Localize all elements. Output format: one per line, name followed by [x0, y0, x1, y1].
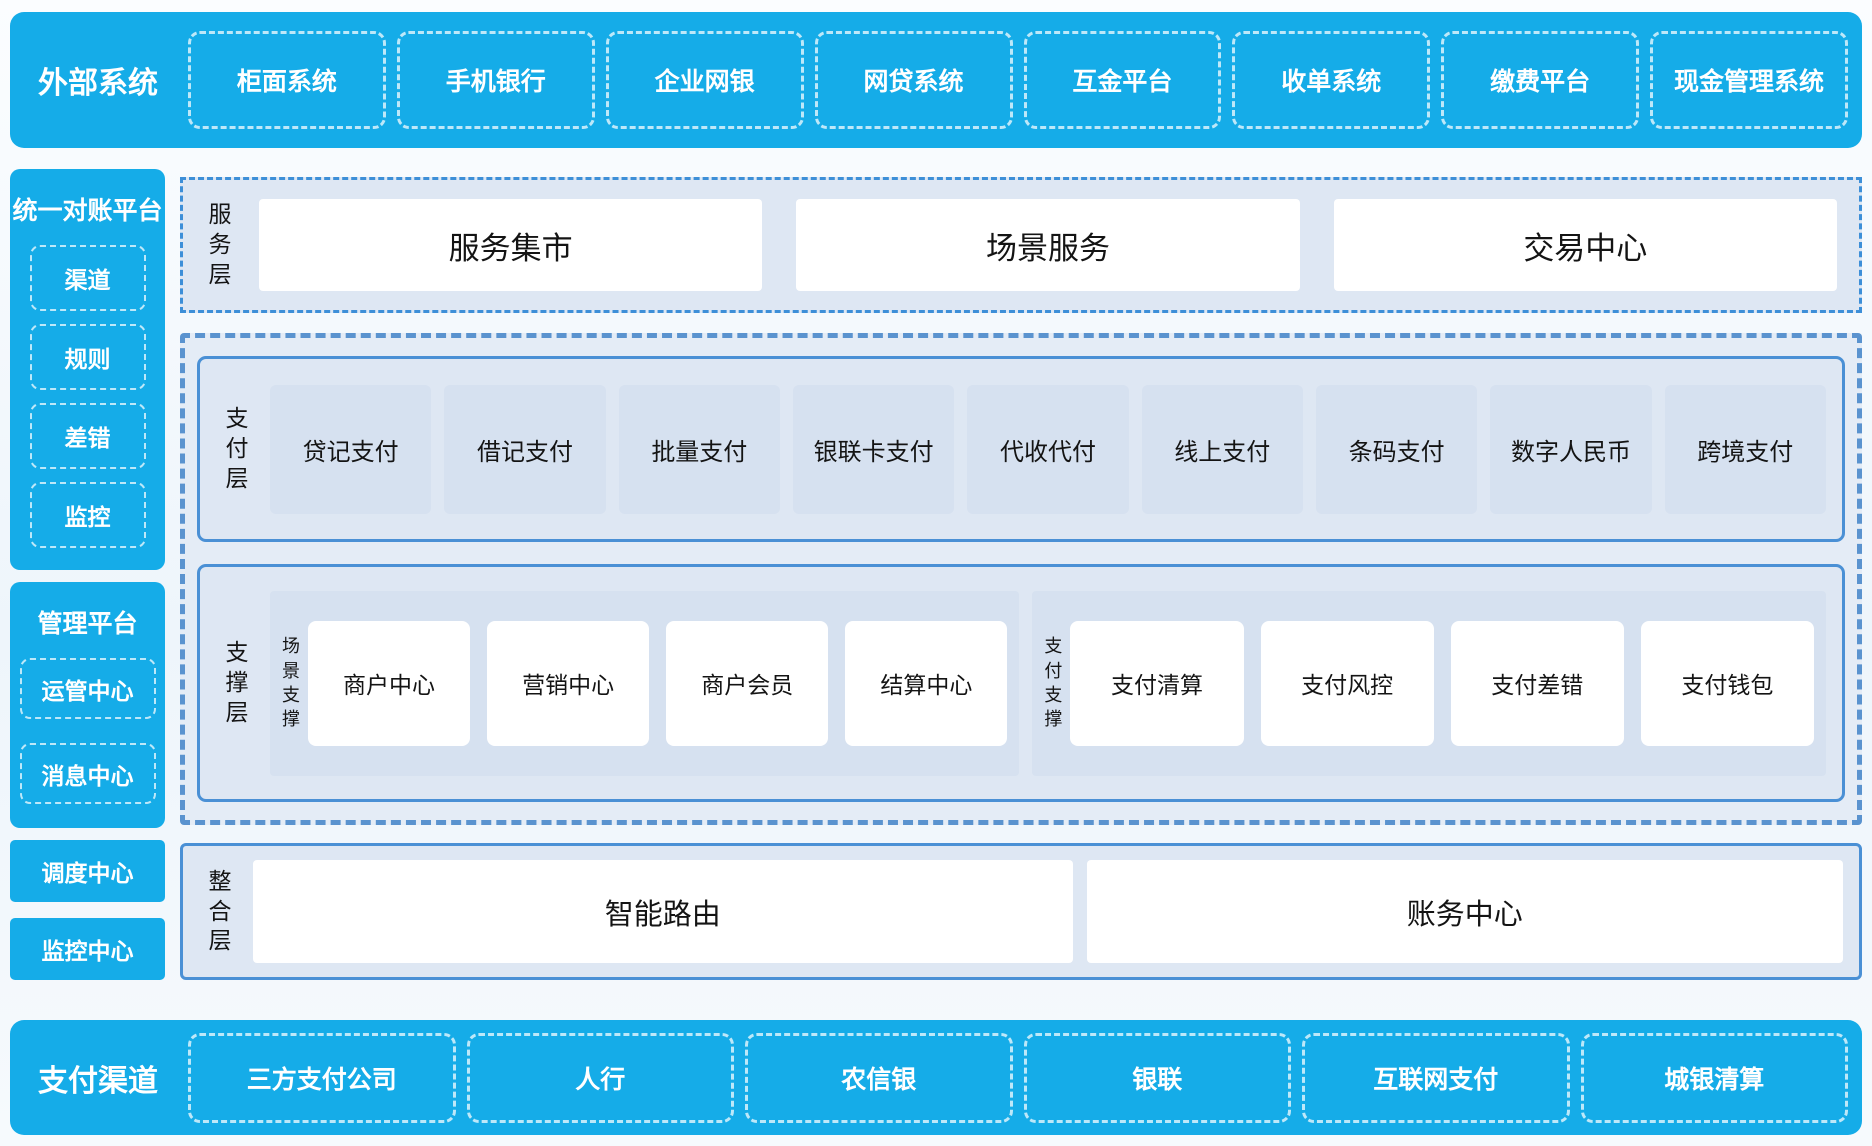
payment-channel-item: 城银清算: [1581, 1033, 1849, 1123]
payment-channels-bar: 支付渠道 三方支付公司 人行 农信银 银联 互联网支付 城银清算: [10, 1020, 1862, 1135]
payment-support-label: 支付支撑: [1042, 634, 1064, 731]
external-system-item: 收单系统: [1232, 31, 1430, 129]
support-tile: 营销中心: [487, 621, 649, 746]
integration-layer-panel: 整合层 智能路由 账务中心: [180, 843, 1862, 980]
integration-box: 账务中心: [1087, 860, 1843, 963]
payment-channel-item: 三方支付公司: [188, 1033, 456, 1123]
payment-channels-title: 支付渠道: [10, 1056, 178, 1100]
payment-layer-label: 支付层: [220, 404, 254, 494]
monitor-center-block: 监控中心: [10, 918, 165, 980]
dispatch-center-block: 调度中心: [10, 840, 165, 902]
scene-support-group: 场景支撑 商户中心 营销中心 商户会员 结算中心: [270, 591, 1019, 776]
external-system-item: 现金管理系统: [1650, 31, 1848, 129]
reconciliation-platform-title: 统一对账平台: [12, 191, 162, 227]
payment-channel-item: 银联: [1024, 1033, 1292, 1123]
payment-channel-item: 农信银: [745, 1033, 1013, 1123]
external-system-item: 手机银行: [397, 31, 595, 129]
core-layers-wrapper: 支付层 贷记支付 借记支付 批量支付 银联卡支付 代收代付 线上支付 条码支付 …: [180, 333, 1862, 825]
payment-tile: 跨境支付: [1665, 385, 1826, 514]
management-item: 运管中心: [20, 658, 156, 719]
reconciliation-platform-card: 统一对账平台 渠道 规则 差错 监控: [10, 169, 165, 570]
support-tile: 结算中心: [845, 621, 1007, 746]
support-tile: 商户中心: [308, 621, 470, 746]
payment-tile: 借记支付: [444, 385, 605, 514]
payment-support-group: 支付支撑 支付清算 支付风控 支付差错 支付钱包: [1032, 591, 1826, 776]
support-tile: 支付钱包: [1641, 621, 1814, 746]
payment-tile: 批量支付: [619, 385, 780, 514]
payment-tile: 线上支付: [1142, 385, 1303, 514]
support-layer-panel: 支撑层 场景支撑 商户中心 营销中心 商户会员 结算中心 支付支撑 支付清算 支…: [197, 564, 1845, 802]
external-systems-title: 外部系统: [10, 58, 178, 102]
service-box: 服务集市: [259, 199, 762, 291]
payment-tile: 代收代付: [967, 385, 1128, 514]
service-layer-label: 服务层: [203, 200, 237, 290]
service-layer-items: 服务集市 场景服务 交易中心: [259, 199, 1837, 291]
external-system-item: 企业网银: [606, 31, 804, 129]
external-system-item: 柜面系统: [188, 31, 386, 129]
external-systems-items: 柜面系统 手机银行 企业网银 网贷系统 互金平台 收单系统 缴费平台 现金管理系…: [188, 31, 1848, 129]
service-layer-panel: 服务层 服务集市 场景服务 交易中心: [180, 177, 1862, 313]
service-box: 交易中心: [1334, 199, 1837, 291]
payment-channels-items: 三方支付公司 人行 农信银 银联 互联网支付 城银清算: [188, 1033, 1848, 1123]
support-tile: 商户会员: [666, 621, 828, 746]
payment-support-items: 支付清算 支付风控 支付差错 支付钱包: [1070, 621, 1814, 746]
payment-tile: 银联卡支付: [793, 385, 954, 514]
management-platform-title: 管理平台: [37, 604, 137, 640]
scene-support-items: 商户中心 营销中心 商户会员 结算中心: [308, 621, 1007, 746]
service-box: 场景服务: [796, 199, 1299, 291]
integration-layer-items: 智能路由 账务中心: [253, 860, 1843, 963]
payment-layer-items: 贷记支付 借记支付 批量支付 银联卡支付 代收代付 线上支付 条码支付 数字人民…: [270, 385, 1826, 514]
support-layer-groups: 场景支撑 商户中心 营销中心 商户会员 结算中心 支付支撑 支付清算 支付风控 …: [270, 591, 1826, 776]
integration-layer-label: 整合层: [203, 867, 237, 957]
payment-channel-item: 人行: [467, 1033, 735, 1123]
support-layer-label: 支撑层: [220, 638, 254, 728]
management-platform-card: 管理平台 运管中心 消息中心: [10, 582, 165, 828]
reconciliation-item: 差错: [30, 403, 146, 469]
scene-support-label: 场景支撑: [280, 634, 302, 731]
support-tile: 支付差错: [1451, 621, 1624, 746]
external-system-item: 缴费平台: [1441, 31, 1639, 129]
payment-tile: 条码支付: [1316, 385, 1477, 514]
support-tile: 支付清算: [1070, 621, 1243, 746]
support-tile: 支付风控: [1261, 621, 1434, 746]
reconciliation-item: 监控: [30, 482, 146, 548]
management-item: 消息中心: [20, 743, 156, 804]
reconciliation-item: 渠道: [30, 245, 146, 311]
external-system-item: 网贷系统: [815, 31, 1013, 129]
reconciliation-item: 规则: [30, 324, 146, 390]
payment-tile: 数字人民币: [1490, 385, 1651, 514]
payment-tile: 贷记支付: [270, 385, 431, 514]
external-system-item: 互金平台: [1024, 31, 1222, 129]
integration-box: 智能路由: [253, 860, 1073, 963]
payment-channel-item: 互联网支付: [1302, 1033, 1570, 1123]
external-systems-bar: 外部系统 柜面系统 手机银行 企业网银 网贷系统 互金平台 收单系统 缴费平台 …: [10, 12, 1862, 148]
payment-layer-panel: 支付层 贷记支付 借记支付 批量支付 银联卡支付 代收代付 线上支付 条码支付 …: [197, 356, 1845, 542]
